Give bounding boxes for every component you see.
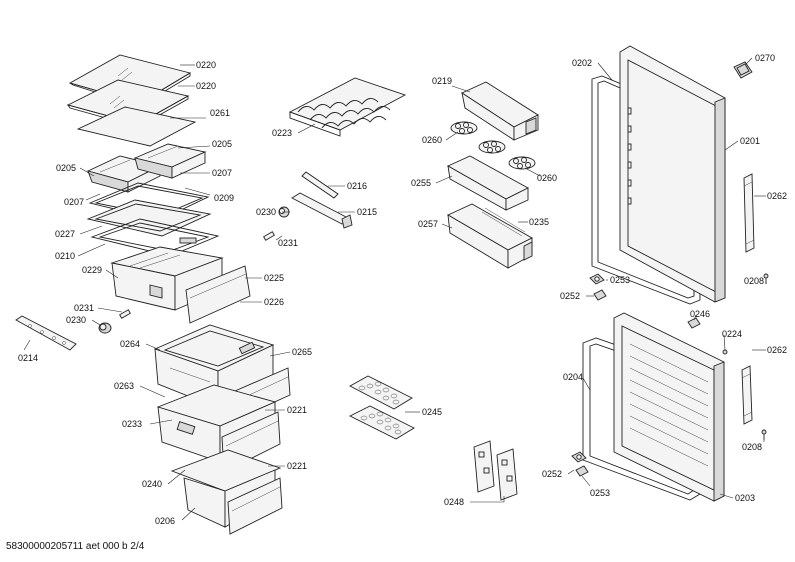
egg-tray-0260-a: [450, 121, 478, 135]
label-0221-bottom: 0221: [287, 461, 307, 471]
bottle-rack-0223: [288, 77, 407, 137]
label-0262-upper: 0262: [767, 191, 787, 201]
cold-pack-0248-left: [473, 440, 495, 493]
roller-0230-left: [98, 309, 131, 334]
door-rack-0257: [447, 203, 533, 269]
screw-0224: [722, 349, 728, 355]
cold-pack-0248-right: [496, 448, 518, 501]
door-rack-0219: [461, 81, 539, 141]
support-0216: [301, 171, 339, 199]
ice-tray-0245-bottom: [348, 405, 415, 440]
label-0263: 0263: [114, 381, 134, 391]
part-0246: [687, 317, 701, 329]
label-0226: 0226: [264, 297, 284, 307]
label-0201: 0201: [740, 136, 760, 146]
document-reference: 58300000205711 aet 000 b 2/4: [6, 541, 145, 552]
label-0265: 0265: [292, 347, 312, 357]
label-0235: 0235: [529, 217, 549, 227]
part-0270: [733, 61, 753, 79]
shelf-0261: [76, 106, 197, 147]
label-0255: 0255: [411, 178, 431, 188]
bracket-0215: [263, 192, 353, 241]
label-0223: 0223: [272, 128, 292, 138]
handle-0262-upper: [743, 173, 755, 253]
label-0207-right: 0207: [212, 168, 232, 178]
label-0224: 0224: [722, 329, 742, 339]
door-gasket-0202: [591, 75, 701, 305]
label-0219: 0219: [432, 76, 452, 86]
drawer-0229: [110, 246, 224, 311]
label-0240: 0240: [142, 479, 162, 489]
handle-0262-lower: [741, 365, 753, 425]
label-0260-right: 0260: [537, 173, 557, 183]
label-0245: 0245: [422, 407, 442, 417]
egg-tray-0260-c: [508, 156, 536, 170]
shelf-frame-0227: [86, 199, 212, 237]
ice-tray-0245-top: [349, 375, 413, 410]
label-0208-upper: 0208: [744, 276, 764, 286]
label-0225: 0225: [264, 273, 284, 283]
drawer-front-0225: [185, 265, 251, 324]
lower-door-0203: [613, 312, 725, 502]
label-0202: 0202: [572, 58, 592, 68]
label-0233: 0233: [122, 419, 142, 429]
label-0248: 0248: [444, 497, 464, 507]
label-0257: 0257: [418, 219, 438, 229]
label-0229: 0229: [82, 265, 102, 275]
screw-0208-upper: [763, 273, 769, 284]
label-0253-lower: 0253: [590, 488, 610, 498]
crisper-box-0205-right: [133, 143, 207, 179]
label-0230-mid: 0230: [256, 207, 276, 217]
label-0227: 0227: [55, 229, 75, 239]
label-0204: 0204: [563, 372, 583, 382]
label-0252-lower: 0252: [542, 469, 562, 479]
shelf-0210: [90, 218, 220, 257]
label-0270: 0270: [755, 53, 775, 63]
label-0207-left: 0207: [64, 197, 84, 207]
label-0221-top: 0221: [287, 405, 307, 415]
screw-0208-lower: [761, 429, 767, 440]
label-0205-right: 0205: [212, 139, 232, 149]
freezer-drawer-front-0221-bottom: [227, 477, 283, 535]
label-0214: 0214: [18, 353, 38, 363]
label-0231-left: 0231: [74, 303, 94, 313]
label-0252-upper: 0252: [560, 291, 580, 301]
label-0246: 0246: [690, 309, 710, 319]
leader-lines: [23, 57, 767, 521]
egg-tray-0260-b: [478, 140, 506, 154]
label-0262-lower: 0262: [767, 345, 787, 355]
label-0261: 0261: [210, 108, 230, 118]
label-0206: 0206: [155, 516, 175, 526]
label-0220-b: 0220: [196, 81, 216, 91]
label-0260-left: 0260: [422, 135, 442, 145]
rail-0214: [15, 315, 77, 351]
part-labels: 0220 0220 0261 0205 0205 0207 0207 0209 …: [18, 53, 787, 526]
hinge-0252-lower: [571, 451, 589, 477]
label-0215: 0215: [357, 207, 377, 217]
label-0264: 0264: [120, 339, 140, 349]
label-0253-upper: 0253: [610, 275, 630, 285]
label-0209: 0209: [214, 193, 234, 203]
label-0208-lower: 0208: [742, 442, 762, 452]
door-rack-0255: [447, 155, 529, 211]
label-0210: 0210: [55, 251, 75, 261]
label-0230-left: 0230: [66, 315, 86, 325]
hinge-0252-upper: [589, 273, 607, 301]
label-0220-a: 0220: [196, 60, 216, 70]
label-0205-left: 0205: [56, 163, 76, 173]
label-0203: 0203: [735, 493, 755, 503]
upper-door-0201: [619, 45, 726, 303]
label-0216: 0216: [347, 181, 367, 191]
label-0231-mid: 0231: [278, 238, 298, 248]
